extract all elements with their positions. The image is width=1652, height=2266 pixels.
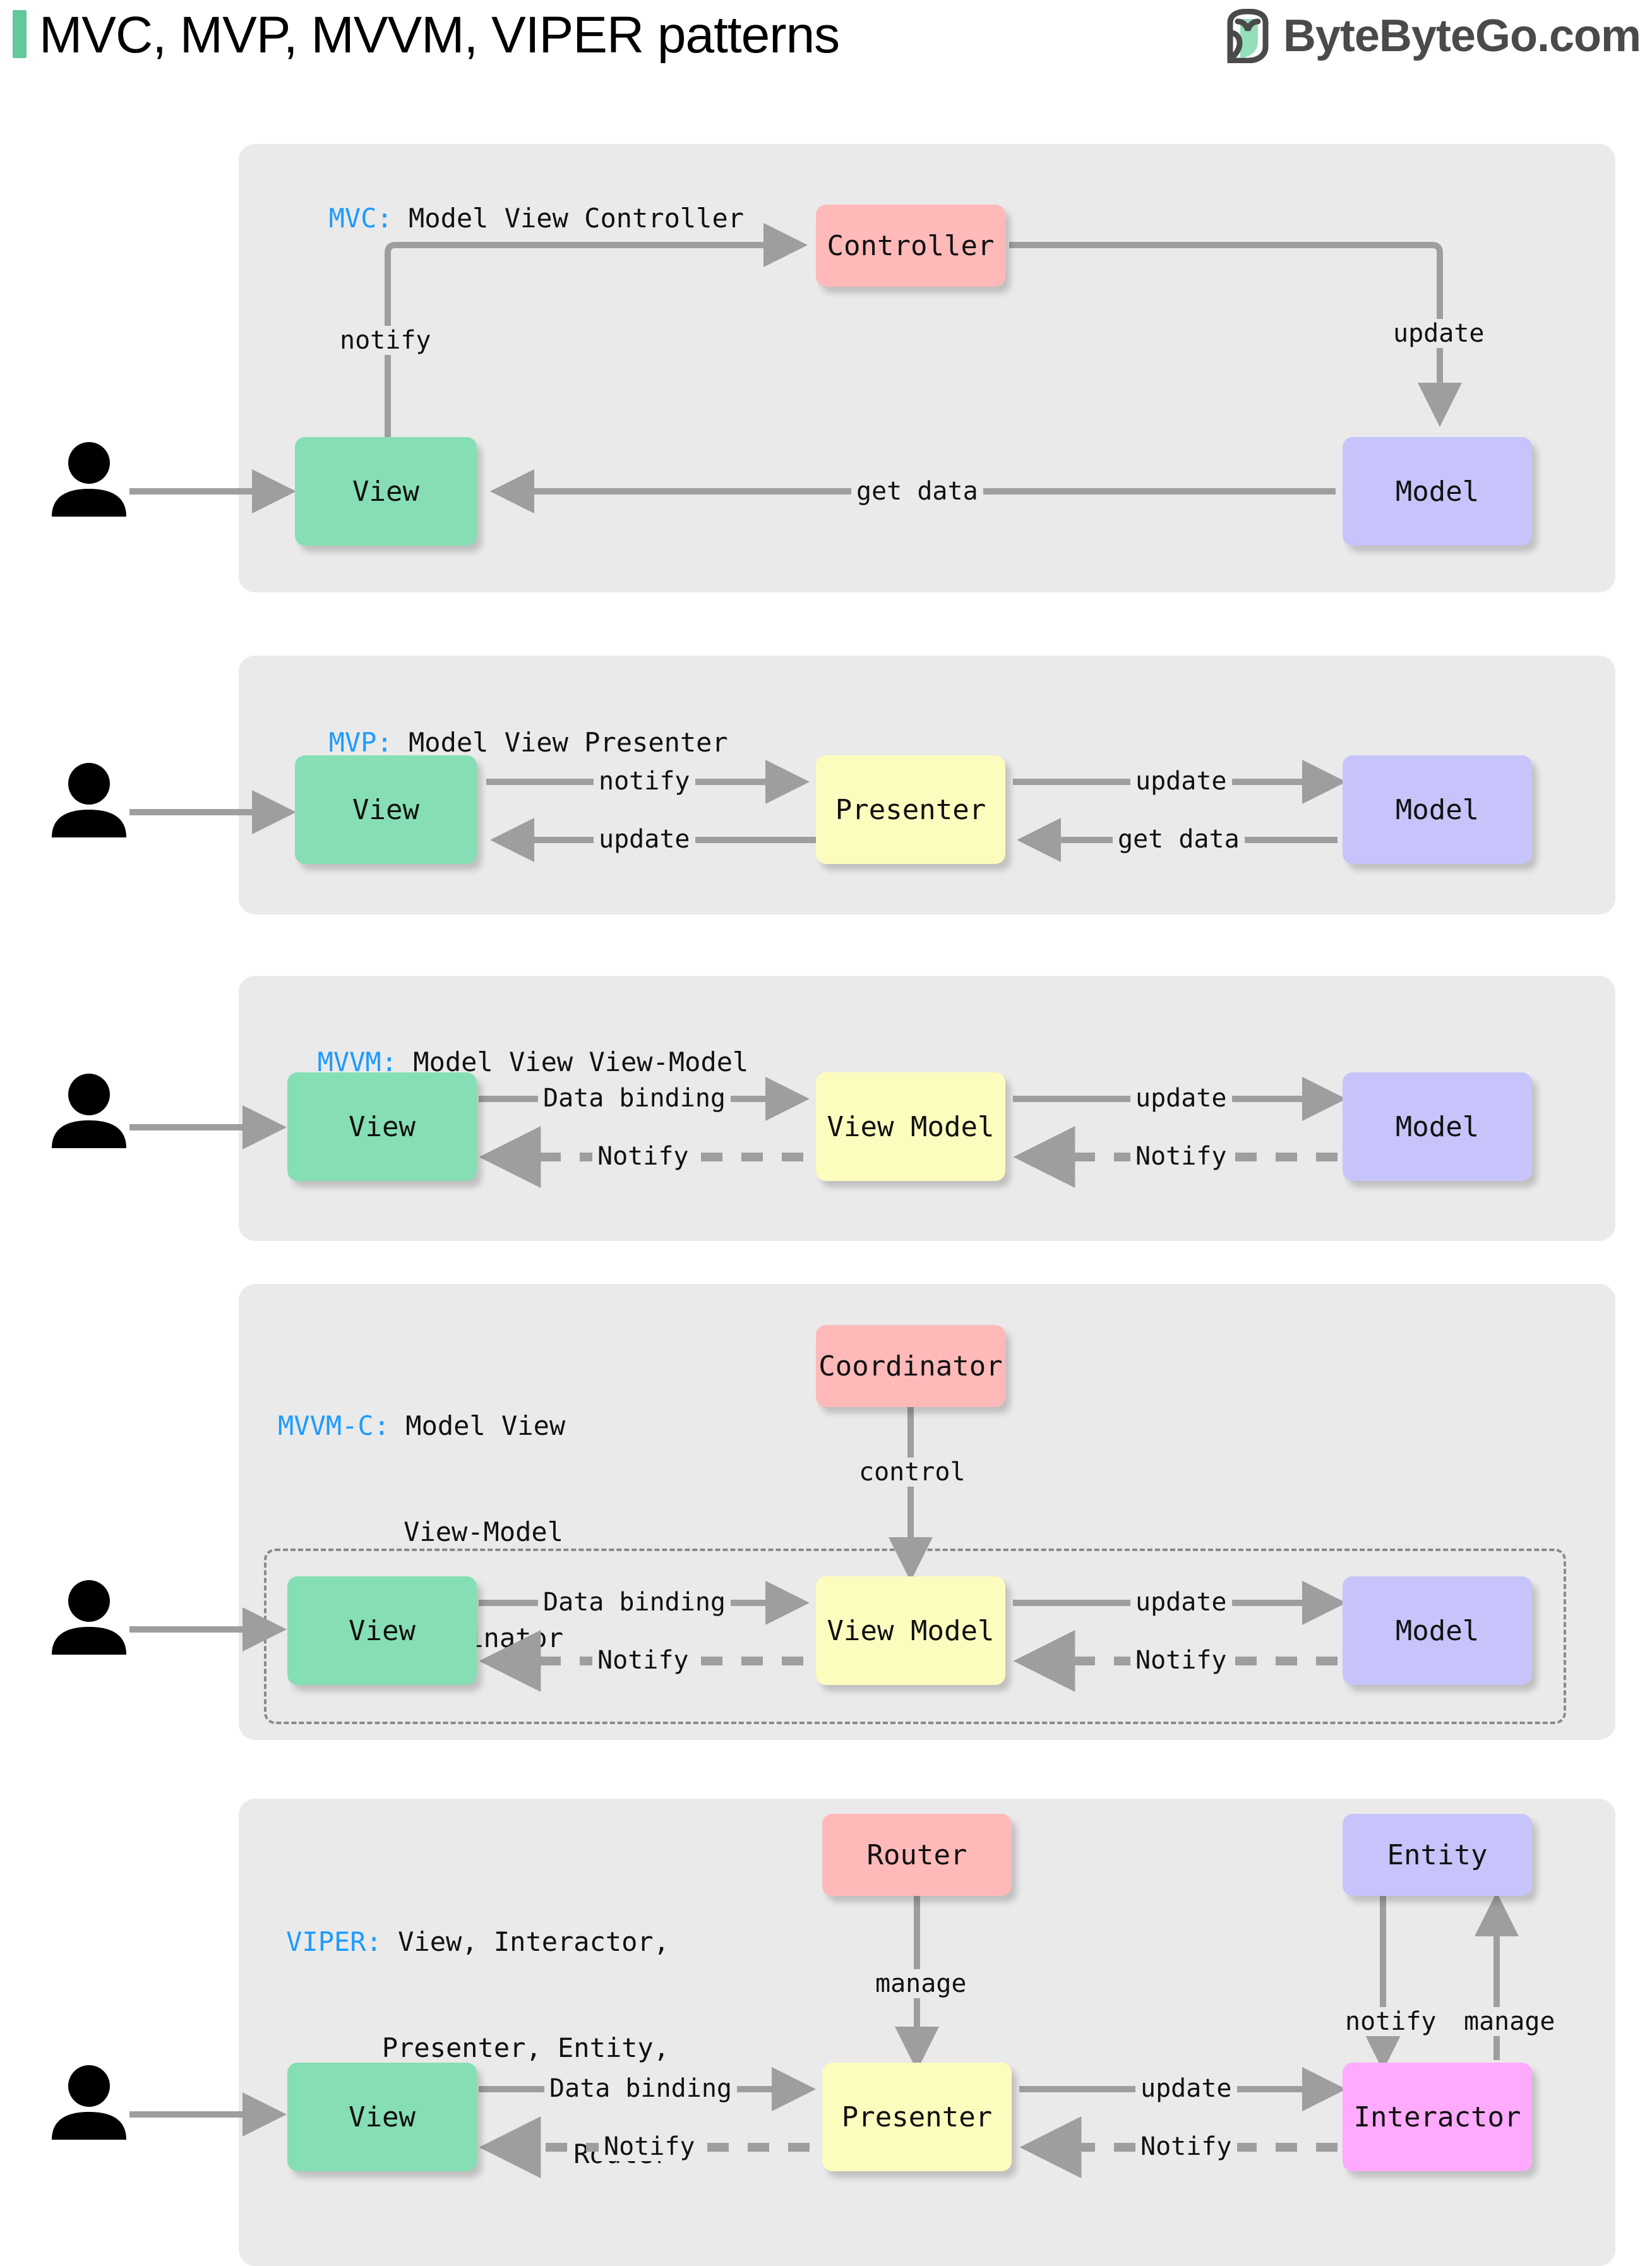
node-view-model-mvvm[interactable]: View Model [816, 1072, 1005, 1181]
node-label: Model [1395, 1110, 1480, 1143]
node-view-mvp[interactable]: View [295, 755, 477, 864]
actor-user-mvvmc [52, 1580, 126, 1655]
section-key-mvvm: MVVM: [317, 1046, 398, 1077]
node-coordinator-mvvmc[interactable]: Coordinator [816, 1325, 1005, 1407]
section-label-viper: VIPER: View, Interactor, Presenter, Enti… [278, 1854, 669, 2207]
edge-label-mvvm-notify-right: Notify [1130, 1142, 1232, 1171]
node-label: Controller [827, 229, 995, 262]
bytebytego-logo-icon [1227, 9, 1269, 63]
edge-label-viper-manage-router: manage [870, 1969, 972, 1998]
edge-label-mvvm-databinding: Data binding [538, 1084, 731, 1113]
node-interactor-viper[interactable]: Interactor [1343, 2063, 1532, 2171]
edge-label-mvvmc-databinding: Data binding [538, 1588, 731, 1617]
node-label: View [349, 1614, 416, 1647]
node-label: Model [1395, 793, 1480, 826]
edge-label-mvp-update-left: update [594, 825, 695, 854]
page-header: MVC, MVP, MVVM, VIPER patterns ByteByteG… [0, 0, 1652, 83]
actor-user-mvp [52, 763, 126, 837]
node-presenter-mvp[interactable]: Presenter [816, 755, 1005, 864]
node-label: View Model [827, 1110, 995, 1143]
node-model-mvvmc[interactable]: Model [1343, 1576, 1532, 1685]
edge-label-mvvmc-notify-right: Notify [1130, 1646, 1232, 1675]
node-label: View [349, 2101, 416, 2133]
node-label: Presenter [835, 793, 986, 826]
node-entity-viper[interactable]: Entity [1343, 1814, 1532, 1896]
node-label: Entity [1387, 1838, 1488, 1871]
edge-label-mvp-update-right: update [1130, 767, 1232, 796]
node-label: View [352, 475, 419, 508]
page-title: MVC, MVP, MVVM, VIPER patterns [39, 6, 840, 64]
node-label: View Model [827, 1614, 995, 1647]
edge-label-mvvm-update: update [1130, 1084, 1232, 1113]
edge-label-viper-notify-left: Notify [599, 2132, 700, 2161]
edge-label-mvvmc-update: update [1130, 1588, 1232, 1617]
section-title-mvvmc-l1: Model View [390, 1410, 566, 1441]
edge-label-viper-update: update [1135, 2074, 1237, 2103]
node-controller-mvc[interactable]: Controller [816, 205, 1005, 287]
node-router-viper[interactable]: Router [822, 1814, 1012, 1896]
node-model-mvvm[interactable]: Model [1343, 1072, 1532, 1181]
node-label: Interactor [1353, 2101, 1521, 2133]
edge-label-mvvmc-control: control [854, 1458, 971, 1487]
node-label: Model [1395, 475, 1480, 508]
section-title-mvc: Model View Controller [392, 203, 745, 234]
brand-text: ByteByteGo.com [1283, 11, 1641, 61]
node-presenter-viper[interactable]: Presenter [822, 2063, 1012, 2171]
actor-user-viper [52, 2065, 126, 2140]
node-view-viper[interactable]: View [287, 2063, 477, 2171]
node-label: View [349, 1110, 416, 1143]
section-key-mvp: MVP: [328, 727, 393, 758]
edge-label-mvvm-notify-left: Notify [592, 1142, 694, 1171]
actor-user-mvvm [52, 1074, 126, 1148]
edge-label-mvc-update: update [1388, 319, 1490, 348]
node-label: Router [866, 1838, 967, 1871]
section-label-mvp: MVP: Model View Presenter [297, 690, 728, 760]
section-label-line1: VIPER: View, Interactor, [278, 1924, 669, 1960]
node-view-mvvmc[interactable]: View [287, 1576, 477, 1685]
edge-label-viper-notify-right: Notify [1135, 2132, 1237, 2161]
section-title-mvvm: Model View View-Model [397, 1046, 749, 1077]
edge-label-mvp-getdata: get data [1113, 825, 1245, 854]
node-model-mvc[interactable]: Model [1343, 437, 1532, 546]
edge-label-mvp-notify: notify [594, 767, 695, 796]
section-title-mvvmc-l2: View-Model [404, 1516, 563, 1547]
section-label-mvvm: MVVM: Model View View-Model [285, 1009, 749, 1080]
node-label: View [352, 793, 419, 826]
node-view-model-mvvmc[interactable]: View Model [816, 1576, 1005, 1685]
section-key-mvc: MVC: [328, 203, 393, 234]
node-label: Presenter [841, 2101, 993, 2133]
edge-label-mvc-notify: notify [335, 326, 436, 355]
edge-label-mvvmc-notify-left: Notify [592, 1646, 694, 1675]
node-model-mvp[interactable]: Model [1343, 755, 1532, 864]
title-accent-bar [13, 10, 27, 58]
actor-user-mvc [52, 442, 126, 517]
section-label-mvc: MVC: Model View Controller [297, 165, 744, 236]
node-view-mvc[interactable]: View [295, 437, 477, 546]
section-title-viper-l2: Presenter, Entity, [381, 2032, 669, 2063]
section-key-mvvmc: MVVM-C: [278, 1410, 390, 1441]
section-label-line1: MVVM-C: Model View [278, 1408, 566, 1444]
edge-label-mvc-getdata: get data [851, 477, 983, 506]
node-view-mvvm[interactable]: View [287, 1072, 477, 1181]
section-key-viper: VIPER: [286, 1926, 382, 1957]
edge-label-viper-databinding: Data binding [544, 2074, 737, 2103]
edge-label-viper-notify-entity: notify [1340, 2007, 1442, 2036]
edge-label-viper-manage-entity: manage [1459, 2007, 1560, 2036]
brand-logo: ByteByteGo.com [1224, 9, 1641, 63]
node-label: Model [1395, 1614, 1480, 1647]
section-title-mvp: Model View Presenter [392, 727, 728, 758]
section-title-viper-l1: View, Interactor, [381, 1926, 669, 1957]
node-label: Coordinator [818, 1350, 1003, 1382]
